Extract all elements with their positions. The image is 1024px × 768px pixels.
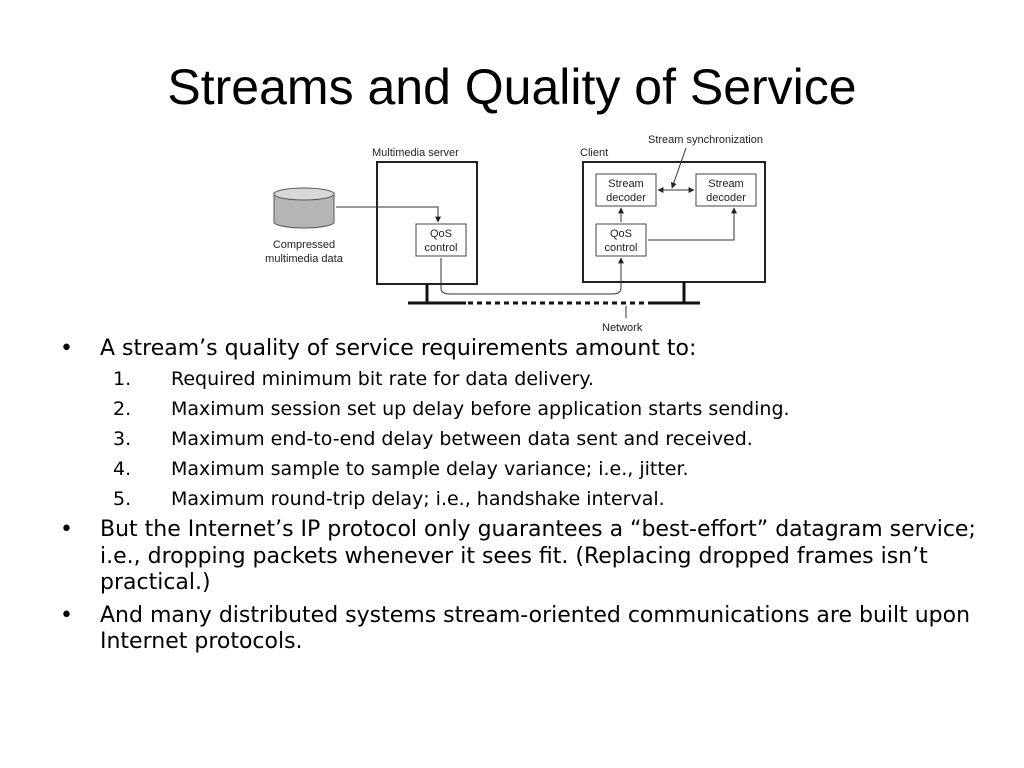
item-number: 2. bbox=[113, 398, 132, 421]
network-cable bbox=[440, 257, 624, 295]
numbered-item: 2. Maximum session set up delay before a… bbox=[60, 398, 980, 421]
item-text: Required minimum bit rate for data deliv… bbox=[171, 368, 594, 391]
streaming-diagram: Multimedia server Client Stream synchron… bbox=[265, 134, 766, 334]
sync-label-pointer bbox=[670, 147, 687, 189]
server-qos-box bbox=[415, 223, 467, 257]
bullet-item: • But the Internet’s IP protocol only gu… bbox=[60, 517, 980, 596]
client-label: Client bbox=[580, 147, 608, 159]
client-qos-line2: control bbox=[604, 242, 637, 254]
item-number: 5. bbox=[113, 487, 132, 510]
bullet-text: But the Internet’s IP protocol only guar… bbox=[100, 517, 976, 596]
numbered-item: 3. Maximum end-to-end delay between data… bbox=[60, 428, 980, 451]
server-box bbox=[376, 161, 478, 285]
decoder1-line1: Stream bbox=[608, 178, 643, 190]
qos-to-decoder2-arrow bbox=[648, 207, 737, 241]
multimedia-server-label: Multimedia server bbox=[372, 147, 459, 159]
item-text: Maximum end-to-end delay between data se… bbox=[171, 427, 753, 450]
item-text: Maximum sample to sample delay variance;… bbox=[171, 457, 689, 480]
decoder1-line2: decoder bbox=[606, 192, 646, 204]
bullet-item: • A stream’s quality of service requirem… bbox=[60, 336, 980, 362]
numbered-item: 4. Maximum sample to sample delay varian… bbox=[60, 458, 980, 481]
item-text: Maximum round-trip delay; i.e., handshak… bbox=[171, 487, 665, 510]
database-label-line2: multimedia data bbox=[265, 253, 344, 265]
bullet-dot: • bbox=[60, 336, 73, 361]
server-qos-line1: QoS bbox=[430, 228, 452, 240]
numbered-item: 1. Required minimum bit rate for data de… bbox=[60, 368, 980, 391]
bullet-dot: • bbox=[60, 517, 73, 543]
numbered-item: 5. Maximum round-trip delay; i.e., hands… bbox=[60, 488, 980, 511]
client-qos-box bbox=[595, 223, 647, 257]
item-number: 3. bbox=[113, 427, 132, 450]
server-qos-line2: control bbox=[424, 242, 457, 254]
bullet-text: A stream’s quality of service requiremen… bbox=[100, 336, 697, 361]
item-number: 1. bbox=[113, 368, 132, 391]
bullet-list: • A stream’s quality of service requirem… bbox=[60, 336, 980, 661]
client-decoder-1 bbox=[595, 173, 657, 207]
item-text: Maximum session set up delay before appl… bbox=[171, 398, 790, 421]
item-number: 4. bbox=[113, 457, 132, 480]
db-to-qos-arrow bbox=[336, 206, 441, 223]
bullet-text: And many distributed systems stream-orie… bbox=[100, 602, 971, 654]
decoder2-line2: decoder bbox=[706, 192, 746, 204]
client-decoder-2 bbox=[695, 173, 757, 207]
database-icon bbox=[273, 187, 335, 229]
network-label: Network bbox=[602, 322, 643, 334]
client-qos-line1: QoS bbox=[610, 228, 632, 240]
stream-sync-label: Stream synchronization bbox=[648, 134, 763, 146]
bullet-dot: • bbox=[60, 602, 73, 628]
slide-title: Streams and Quality of Service bbox=[167, 59, 857, 115]
database-label-line1: Compressed bbox=[273, 239, 335, 251]
bullet-item: • And many distributed systems stream-or… bbox=[60, 603, 980, 656]
decoder2-line1: Stream bbox=[708, 178, 743, 190]
